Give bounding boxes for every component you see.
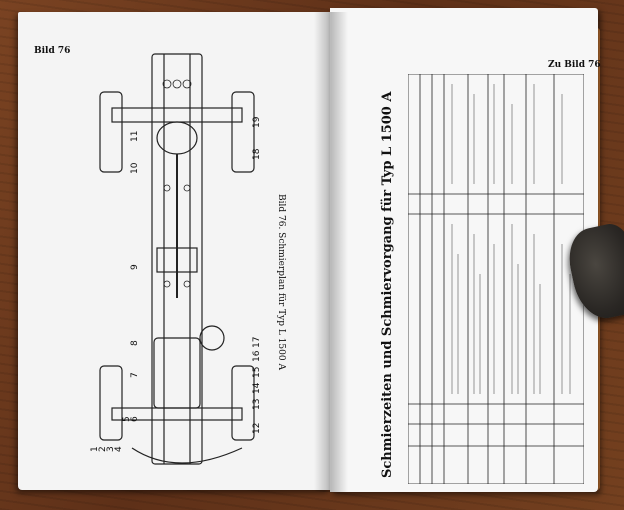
open-manual: Bild 76 Zu Bild 76 [18,8,602,496]
callout-8: 8 [130,340,140,346]
lubrication-table [408,74,584,484]
front-right-wheel [231,365,255,441]
front-bumper [131,447,243,464]
chassis-frame [151,53,203,465]
callout-4: 4 [114,446,124,452]
right-page-label: Zu Bild 76 [548,60,601,70]
callout-15: 15 [252,366,262,378]
front-left-wheel [99,365,123,441]
rear-left-wheel [99,91,123,173]
callout-12: 12 [252,422,262,434]
rear-axle [111,107,243,123]
callout-14: 14 [252,382,262,394]
right-page [330,8,598,492]
callout-11: 11 [130,130,140,142]
left-page [18,12,330,490]
callout-19: 19 [252,116,262,128]
callout-9: 9 [130,264,140,270]
callout-16: 16 [252,350,262,362]
chassis-diagram [99,53,255,465]
table-title: Schmierzeiten und Schmiervorgang für Typ… [380,91,395,478]
callout-17: 17 [252,336,262,348]
differential [156,121,198,155]
callout-13: 13 [252,398,262,410]
callout-10: 10 [130,162,140,174]
callout-18: 18 [252,148,262,160]
callout-6: 6 [130,416,140,422]
rear-right-wheel [231,91,255,173]
diagram-caption: Bild 76. Schmierplan für Typ L 1500 A [276,194,286,370]
callout-7: 7 [130,372,140,378]
book-gutter [314,12,348,492]
steering-wheel [199,325,225,351]
left-page-label: Bild 76 [34,46,71,56]
gearbox [156,247,198,273]
front-axle [111,407,243,421]
engine [153,337,201,409]
